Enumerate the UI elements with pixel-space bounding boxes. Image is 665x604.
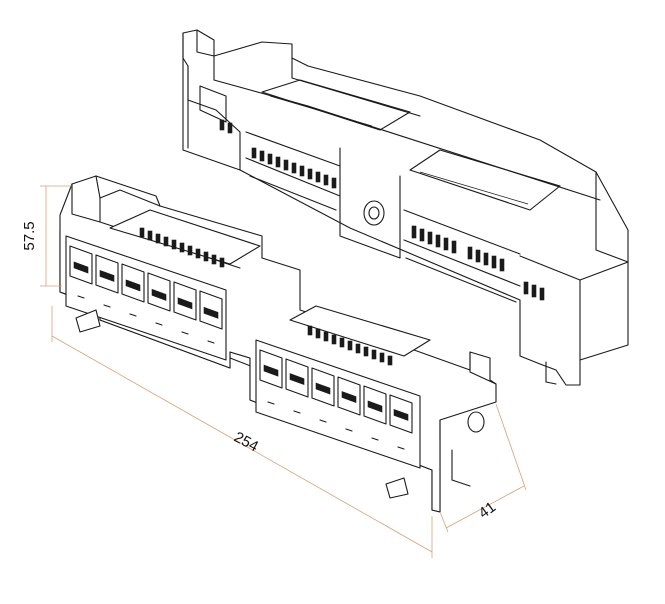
rj45-port [259,349,283,389]
rj45-port [311,367,335,407]
rj45-ports-left [69,245,223,330]
dimension-lines [40,185,527,558]
mounting-foot-left [75,309,101,333]
rear-idc-block-right [411,225,545,301]
rj45-port [199,290,223,330]
rj45-port [95,254,119,294]
mounting-foot-right [385,477,409,499]
front-idc-teeth-right [307,325,393,366]
rj45-port [121,263,145,303]
depth-dimension-label: 41 [476,499,499,523]
rj45-port [173,281,197,321]
depth-dimension-line [445,485,525,529]
patch-panel-front-view [59,175,497,513]
rj45-port [337,376,361,416]
rj45-port [389,394,413,434]
port-label-marks [77,295,405,450]
rj45-ports-right [259,349,413,434]
rj45-port [147,272,171,312]
height-dimension-label: 57.5 [21,221,38,250]
length-dimension-line [51,335,433,553]
length-dimension-label: 254 [231,429,261,456]
rear-idc-block-left [219,119,337,189]
front-idc-teeth-left [139,227,225,268]
rj45-port [285,358,309,398]
rj45-port [69,245,93,285]
patch-panel-rear-view [182,29,629,386]
rj45-port [363,385,387,425]
